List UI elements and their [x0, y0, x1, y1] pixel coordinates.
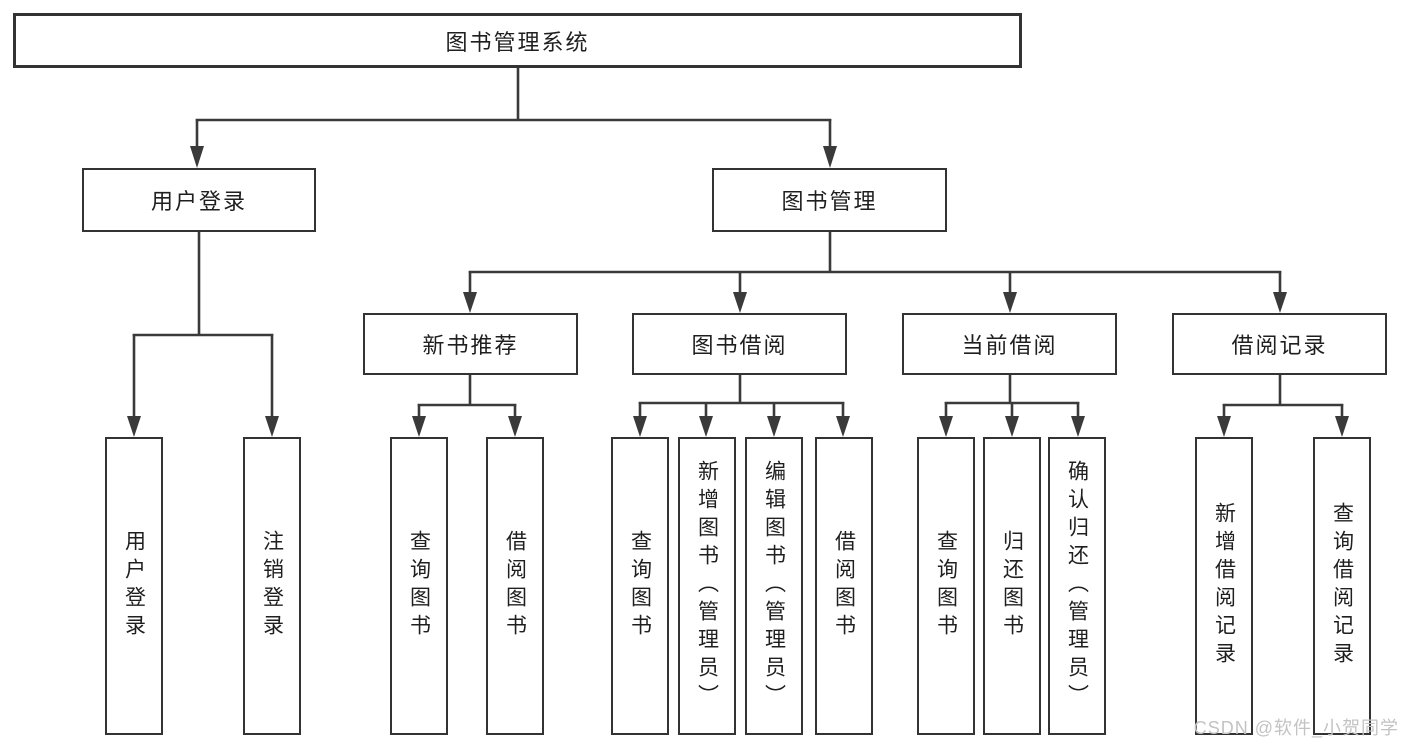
node-leaf-edit-book-admin: 编辑图书（管理员）: [745, 437, 803, 735]
node-root-system: 图书管理系统: [13, 13, 1022, 68]
node-label: 用户登录: [122, 530, 146, 642]
node-leaf-borrow-books-borrowing: 借阅图书: [815, 437, 873, 735]
node-label: 当前借阅: [961, 333, 1058, 358]
node-leaf-add-borrow-record: 新增借阅记录: [1195, 437, 1253, 735]
node-current-borrowing: 当前借阅: [902, 313, 1117, 375]
node-leaf-query-borrow-record: 查询借阅记录: [1313, 437, 1371, 735]
node-label: 新书推荐: [422, 333, 519, 358]
node-label: 新增图书（管理员）: [695, 460, 719, 712]
node-leaf-query-books-borrowing: 查询图书: [611, 437, 669, 735]
node-label: 查询借阅记录: [1330, 502, 1354, 670]
node-label: 注销登录: [260, 530, 284, 642]
node-label: 查询图书: [407, 530, 431, 642]
node-label: 借阅图书: [503, 530, 527, 642]
node-borrowing-records: 借阅记录: [1172, 313, 1387, 375]
node-label: 确认归还（管理员）: [1065, 460, 1089, 712]
node-leaf-borrow-books-recommend: 借阅图书: [486, 437, 544, 735]
node-label: 图书管理: [781, 189, 878, 214]
node-leaf-user-login: 用户登录: [105, 437, 163, 735]
csdn-watermark: CSDN @软件_小贺同学: [1193, 718, 1399, 738]
node-leaf-add-book-admin: 新增图书（管理员）: [678, 437, 736, 735]
node-label: 借阅图书: [832, 530, 856, 642]
node-label: 新增借阅记录: [1212, 502, 1236, 670]
node-label: 图书借阅: [691, 333, 788, 358]
node-leaf-logout: 注销登录: [243, 437, 301, 735]
arrowheads: [127, 146, 1349, 437]
node-book-management-branch: 图书管理: [712, 168, 947, 232]
node-book-borrowing: 图书借阅: [632, 313, 847, 375]
node-root-label: 图书管理系统: [445, 29, 590, 55]
node-leaf-query-books-current: 查询图书: [917, 437, 975, 735]
node-new-book-recommendation: 新书推荐: [363, 313, 578, 375]
node-label: 查询图书: [628, 530, 652, 642]
node-label: 归还图书: [1000, 530, 1024, 642]
node-label: 借阅记录: [1231, 333, 1328, 358]
node-leaf-return-books: 归还图书: [983, 437, 1041, 735]
node-label: 用户登录: [150, 189, 247, 214]
node-leaf-confirm-return-admin: 确认归还（管理员）: [1048, 437, 1106, 735]
node-user-login-branch: 用户登录: [82, 168, 316, 232]
node-label: 查询图书: [934, 530, 958, 642]
node-label: 编辑图书（管理员）: [762, 460, 786, 712]
node-leaf-query-books-recommend: 查询图书: [390, 437, 448, 735]
